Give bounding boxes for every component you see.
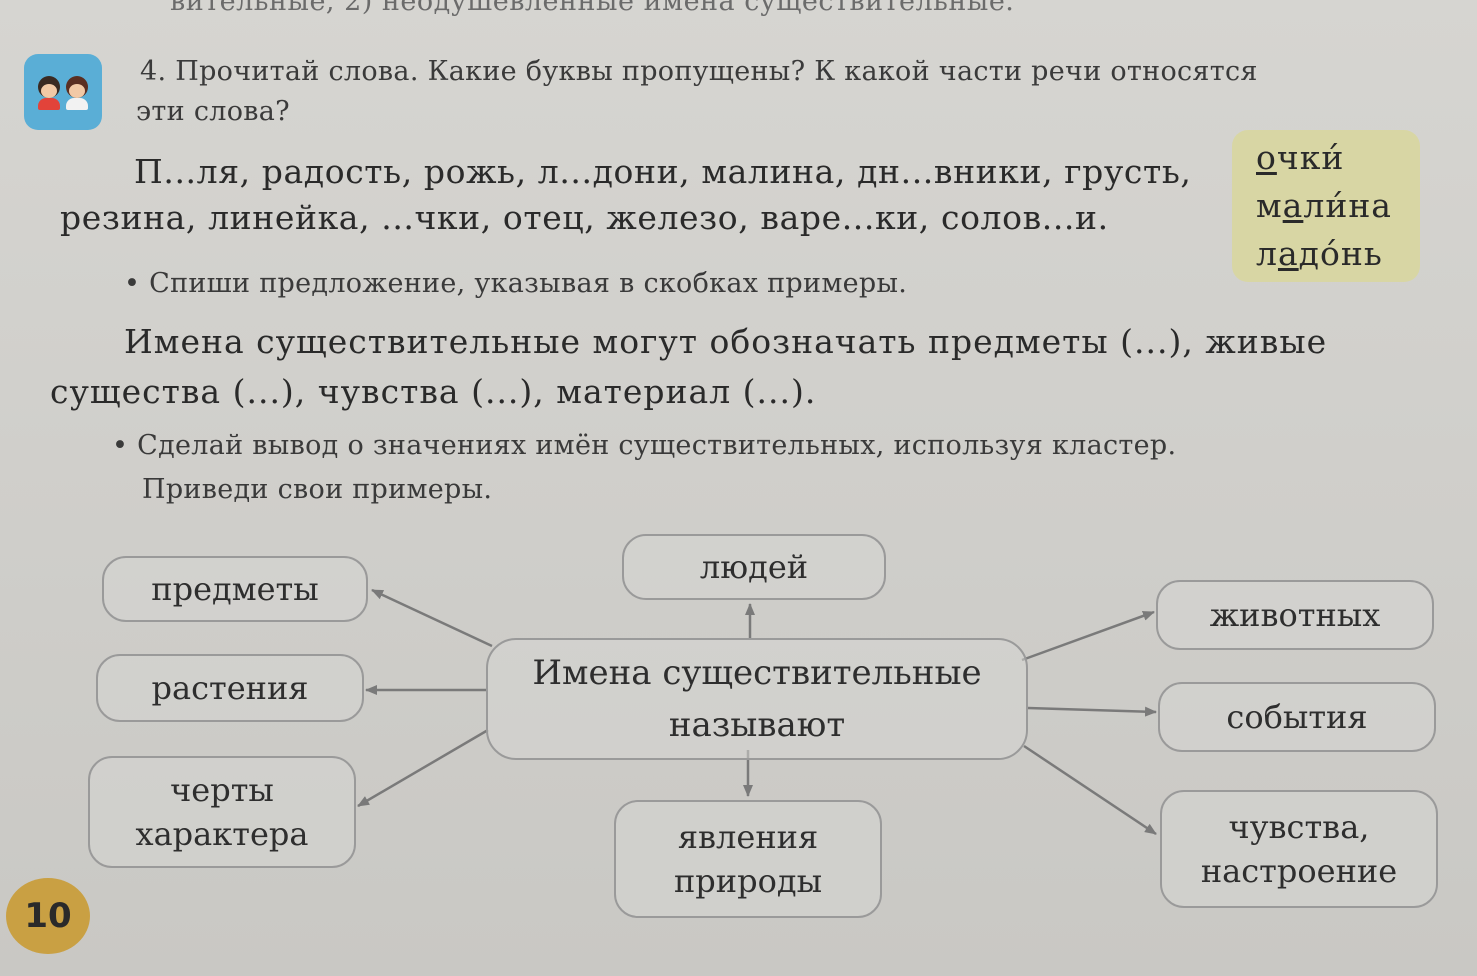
cluster-node-sobytiya: события [1158, 682, 1436, 752]
sentence-line-2: существа (...), чувства (...), материал … [50, 372, 817, 411]
arrow-to-predmety [371, 588, 493, 648]
arrow-to-cherty [357, 728, 489, 808]
cluster-node-zhivotnykh: животных [1156, 580, 1434, 650]
instruction-copy-sentence: • Спиши предложение, указывая в скобках … [124, 268, 908, 299]
cluster-node-lyudey: людей [622, 534, 886, 600]
instruction-cluster-line-1: • Сделай вывод о значениях имён существи… [112, 430, 1177, 461]
pair-work-icon [24, 54, 102, 130]
arrow-to-sobytiya [1027, 706, 1157, 717]
arrow-to-chuvstva [1023, 744, 1157, 836]
instruction-cluster-line-2: Приведи свои примеры. [142, 474, 493, 505]
cluster-node-rasteniya: растения [96, 654, 364, 722]
sentence-line-1: Имена существительные могут обозначать п… [124, 322, 1328, 361]
exercise-task-line-1: 4. Прочитай слова. Какие буквы пропущены… [140, 56, 1258, 87]
previous-exercise-fragment: вительные, 2) неодушевленные имена сущес… [170, 0, 1015, 17]
exercise-task-line-2: эти слова? [136, 96, 290, 127]
hint-word-malina: мали́на [1256, 186, 1392, 225]
arrow-to-zhivotnykh [1021, 610, 1155, 662]
stress-hint-box: очки́ мали́на ладо́нь [1232, 130, 1420, 282]
cluster-node-predmety: предметы [102, 556, 368, 622]
page-number-badge: 10 [6, 878, 90, 954]
hint-word-ladon: ладо́нь [1256, 234, 1383, 273]
cluster-node-chuvstva-nastroenie: чувства, настроение [1160, 790, 1438, 908]
word-list-line-2: резина, линейка, ...чки, отец, железо, в… [60, 198, 1109, 237]
hint-word-ochki: очки́ [1256, 138, 1345, 177]
word-list-line-1: П...ля, радость, рожь, л...дони, малина,… [134, 152, 1192, 191]
cluster-node-yavleniya-prirody: явления природы [614, 800, 882, 918]
cluster-node-cherty-kharaktera: черты характера [88, 756, 356, 868]
cluster-center-node: Имена существительные называют [486, 638, 1028, 760]
